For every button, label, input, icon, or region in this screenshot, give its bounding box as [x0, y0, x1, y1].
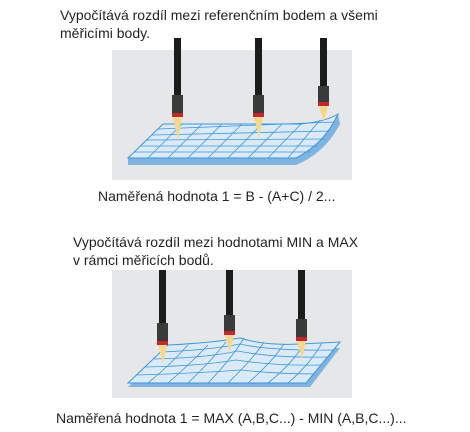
formula-1: Naměřená hodnota 1 = B - (A+C) / 2...: [98, 188, 336, 204]
formula-2: Naměřená hodnota 1 = MAX (A,B,C...) - MI…: [56, 410, 407, 426]
probe-icon: [224, 270, 235, 352]
probe-icon: [253, 38, 264, 138]
probe-icon: [172, 38, 183, 140]
description-2-line-1: Vypočítává rozdíl mezi hodnotami MIN a M…: [73, 234, 359, 250]
gauge-surface-icon: [126, 112, 340, 165]
probe-icon: [296, 270, 307, 360]
description-2-line-2: v rámci měřicích bodů.: [73, 252, 214, 268]
probe-icon: [157, 270, 168, 364]
probe-icon: [318, 38, 329, 122]
description-1-line-2: měřicími body.: [60, 25, 150, 41]
gauge-surface-icon: [126, 337, 342, 387]
description-1-line-1: Vypočítává rozdíl mezi referenčním bodem…: [60, 7, 378, 23]
